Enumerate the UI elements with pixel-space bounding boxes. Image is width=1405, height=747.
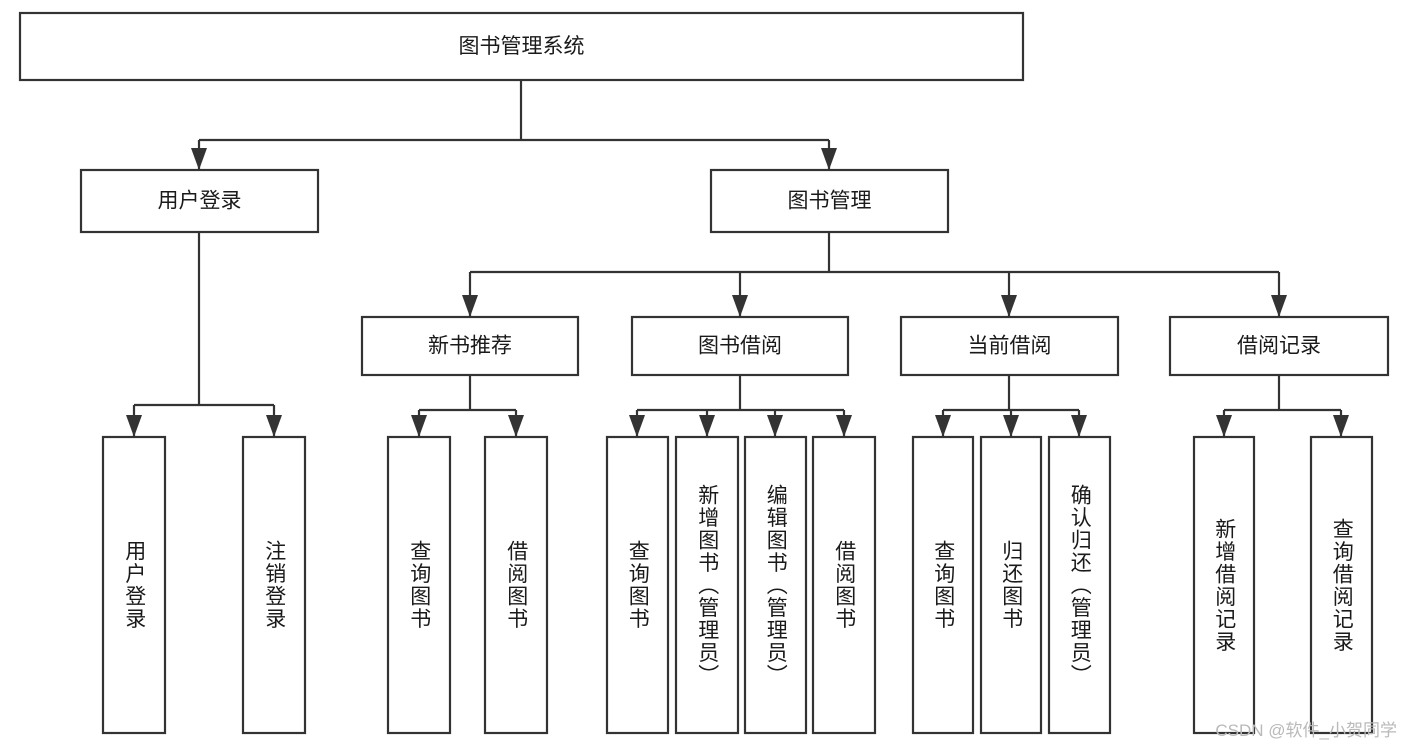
arrow-head-icon <box>266 415 282 437</box>
node-leaf-12-box[interactable] <box>1309 435 1374 735</box>
node-leaf-9-box[interactable] <box>979 435 1043 735</box>
arrow-head-icon <box>1003 415 1019 437</box>
watermark-text: CSDN @软件_小贺同学 <box>1215 721 1397 740</box>
arrow-head-icon <box>629 415 645 437</box>
node-root-box[interactable] <box>18 11 1025 82</box>
node-leaf-5-box[interactable] <box>674 435 740 735</box>
node-level3-1-label: 图书借阅 <box>698 335 782 358</box>
node-leaf-2-box[interactable] <box>386 435 452 735</box>
arrow-head-icon <box>1333 415 1349 437</box>
node-level3-1-box[interactable] <box>630 315 850 377</box>
node-level2-1-label: 图书管理 <box>788 190 872 213</box>
node-level3-0-box[interactable] <box>360 315 580 377</box>
arrow-head-icon <box>767 415 783 437</box>
arrow-head-icon <box>411 415 427 437</box>
node-level3-2-label: 当前借阅 <box>968 335 1052 358</box>
node-leaf-0-box[interactable] <box>101 435 167 735</box>
arrow-head-icon <box>1001 295 1017 317</box>
arrow-head-icon <box>191 148 207 170</box>
node-leaf-11-box[interactable] <box>1192 435 1256 735</box>
node-level2-1-box[interactable] <box>709 168 950 234</box>
node-root-label: 图书管理系统 <box>459 35 585 58</box>
arrow-head-icon <box>126 415 142 437</box>
arrow-head-icon <box>1071 415 1087 437</box>
node-level3-0-label: 新书推荐 <box>428 335 512 358</box>
arrow-head-icon <box>1216 415 1232 437</box>
node-leaf-4-box[interactable] <box>605 435 670 735</box>
node-leaf-10-box[interactable] <box>1047 435 1112 735</box>
arrow-head-icon <box>836 415 852 437</box>
arrow-head-icon <box>699 415 715 437</box>
node-leaf-7-box[interactable] <box>811 435 877 735</box>
arrow-head-icon <box>821 148 837 170</box>
arrow-head-icon <box>1271 295 1287 317</box>
arrow-head-icon <box>508 415 524 437</box>
node-leaf-8-box[interactable] <box>911 435 975 735</box>
node-level3-2-box[interactable] <box>899 315 1120 377</box>
node-leaf-3-box[interactable] <box>483 435 549 735</box>
node-level2-0-box[interactable] <box>79 168 320 234</box>
node-leaf-1-box[interactable] <box>241 435 307 735</box>
connector-edges <box>126 80 1349 437</box>
node-level3-3-box[interactable] <box>1168 315 1390 377</box>
arrow-head-icon <box>935 415 951 437</box>
node-level3-3-label: 借阅记录 <box>1237 335 1321 358</box>
arrow-head-icon <box>732 295 748 317</box>
node-boxes <box>18 11 1390 735</box>
node-leaf-6-box[interactable] <box>743 435 808 735</box>
arrow-head-icon <box>462 295 478 317</box>
node-level2-0-label: 用户登录 <box>158 190 242 213</box>
